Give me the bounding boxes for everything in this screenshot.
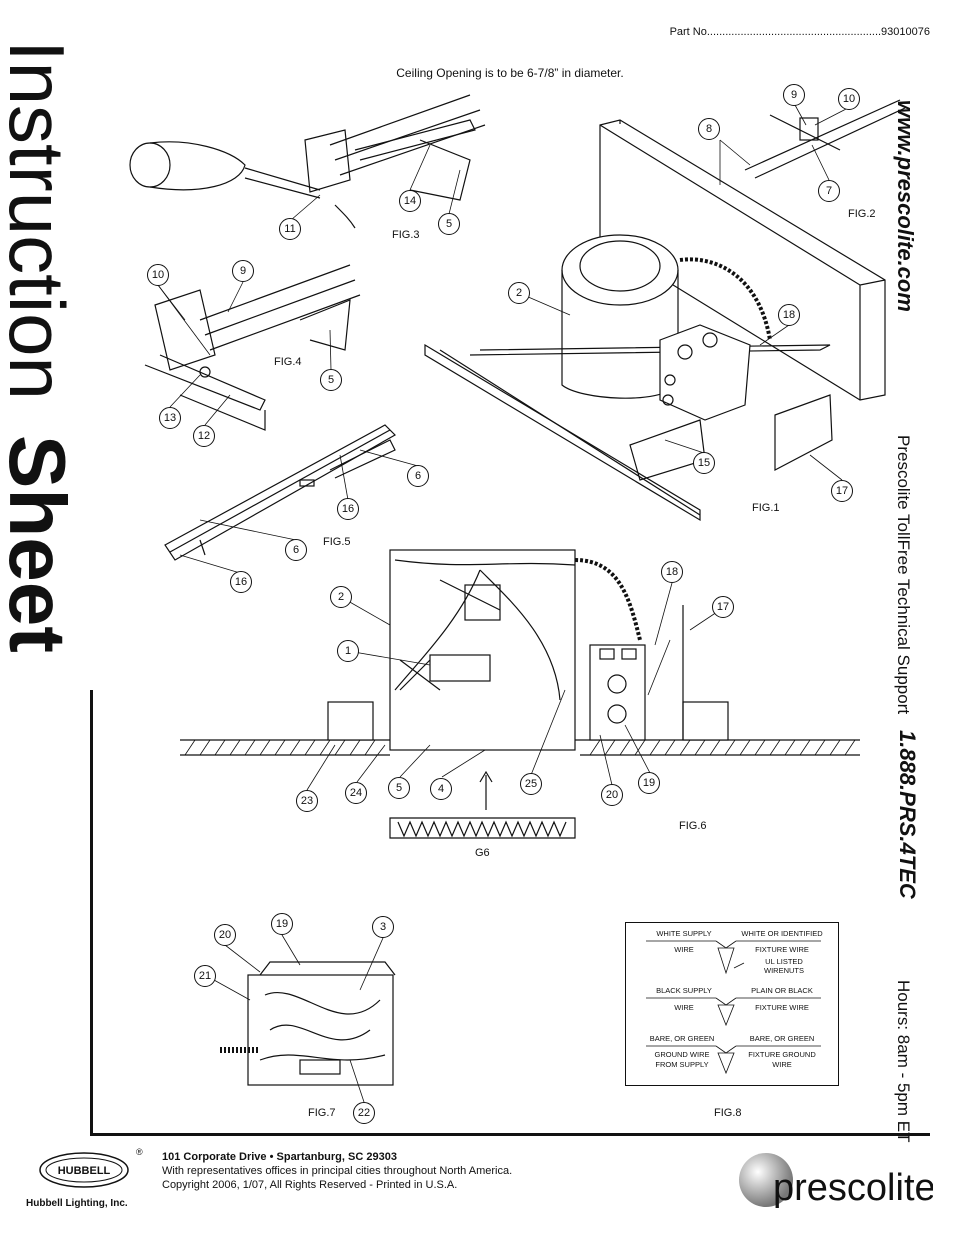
callout-25: 25	[520, 773, 542, 795]
fig1-drawing	[424, 234, 833, 522]
fig6-drawing	[180, 549, 860, 839]
callout-16: 16	[230, 571, 252, 593]
callout-11: 11	[279, 218, 301, 240]
callout-17: 17	[831, 480, 853, 502]
callout-17: 17	[712, 596, 734, 618]
leader-lines	[157, 104, 849, 1103]
svg-text:HUBBELL: HUBBELL	[58, 1165, 111, 1177]
black-supply-wire-label: WIRE	[674, 1003, 694, 1012]
white-supply-wire-label: WIRE	[674, 945, 694, 954]
callout-4: 4	[430, 778, 452, 800]
fig5-label: FIG.5	[323, 536, 351, 548]
callout-21: 21	[194, 965, 216, 987]
fixture-wire-label: FIXTURE WIRE	[755, 945, 809, 954]
fig4-label: FIG.4	[274, 356, 302, 368]
hubbell-company-name: Hubbell Lighting, Inc.	[26, 1198, 128, 1209]
callout-20: 20	[601, 784, 623, 806]
callout-19: 19	[271, 913, 293, 935]
callout-9: 9	[232, 260, 254, 282]
fixture-ground-wire-label: WIRE	[772, 1060, 792, 1069]
callout-10: 10	[147, 264, 169, 286]
callout-12: 12	[193, 425, 215, 447]
company-address: 101 Corporate Drive • Spartanburg, SC 29…	[162, 1150, 512, 1192]
callout-24: 24	[345, 782, 367, 804]
support-sidebar: www.prescolite.com Prescolite TollFree T…	[858, 90, 938, 1150]
callout-7: 7	[818, 180, 840, 202]
support-hours: Hours: 8am - 5pm ET	[894, 980, 913, 1143]
fixture-ground-label: FIXTURE GROUND	[748, 1050, 816, 1059]
support-phone: 1.888.PRS.4TEC	[895, 730, 920, 900]
callout-14: 14	[399, 190, 421, 212]
callout-15: 15	[693, 452, 715, 474]
fixture-wire-label: FIXTURE WIRE	[755, 1003, 809, 1012]
callout-20: 20	[214, 924, 236, 946]
callout-9: 9	[783, 84, 805, 106]
callout-18: 18	[778, 304, 800, 326]
callout-5: 5	[388, 777, 410, 799]
fig5-drawing	[164, 424, 396, 561]
wirenuts-label: WIRENUTS	[764, 966, 804, 975]
ground-wire-label: GROUND WIRE	[654, 1050, 710, 1059]
fig1-label: FIG.1	[752, 502, 780, 514]
website-url: www.prescolite.com	[893, 100, 918, 312]
bottom-rule	[90, 1133, 930, 1136]
title-bold: Sheet	[0, 435, 82, 653]
callout-2: 2	[330, 586, 352, 608]
support-label: Prescolite TollFree Technical Support	[894, 435, 913, 714]
white-supply-label: WHITE SUPPLY	[656, 929, 712, 938]
bare-green-left-label: BARE, OR GREEN	[649, 1034, 715, 1043]
g6-label: G6	[475, 847, 490, 859]
callout-16: 16	[337, 498, 359, 520]
instruction-sheet-title: Instruction Sheet	[0, 20, 98, 700]
fig3-label: FIG.3	[392, 229, 420, 241]
callout-5: 5	[320, 369, 342, 391]
callout-2: 2	[508, 282, 530, 304]
bare-green-right-label: BARE, OR GREEN	[749, 1034, 815, 1043]
callout-3: 3	[372, 916, 394, 938]
wiring-diagram-table: WHITE SUPPLY WIRE WHITE OR IDENTIFIED FI…	[625, 922, 839, 1086]
fig2-drawing	[599, 99, 906, 401]
white-identified-label: WHITE OR IDENTIFIED	[741, 929, 823, 938]
fig4-drawing	[144, 264, 361, 431]
from-supply-label: FROM SUPPLY	[655, 1060, 709, 1069]
callout-10: 10	[838, 88, 860, 110]
copyright-line: Copyright 2006, 1/07, All Rights Reserve…	[162, 1179, 458, 1191]
callout-6: 6	[407, 465, 429, 487]
svg-text:prescolite: prescolite	[773, 1167, 933, 1209]
callout-22: 22	[353, 1102, 375, 1124]
fig6-label: FIG.6	[679, 820, 707, 832]
fig8-label: FIG.8	[714, 1107, 742, 1119]
fig7-label: FIG.7	[308, 1107, 336, 1119]
registered-mark: ®	[136, 1147, 143, 1157]
fig2-label: FIG.2	[848, 208, 876, 220]
fig7-drawing	[220, 961, 396, 1086]
hubbell-logo: HUBBELL	[38, 1150, 130, 1190]
callout-13: 13	[159, 407, 181, 429]
prescolite-logo: prescolite	[738, 1150, 936, 1215]
plain-black-label: PLAIN OR BLACK	[751, 986, 813, 995]
callout-18: 18	[661, 561, 683, 583]
callout-1: 1	[337, 640, 359, 662]
title-light: Instruction	[0, 40, 81, 400]
callout-8: 8	[698, 118, 720, 140]
callout-6: 6	[285, 539, 307, 561]
black-supply-label: BLACK SUPPLY	[656, 986, 712, 995]
ul-listed-label: UL LISTED	[765, 957, 803, 966]
callout-23: 23	[296, 790, 318, 812]
callout-5: 5	[438, 213, 460, 235]
left-rule	[90, 690, 93, 1135]
callout-19: 19	[638, 772, 660, 794]
representatives-line: With representatives offices in principa…	[162, 1165, 513, 1177]
ceiling-opening-note: Ceiling Opening is to be 6-7/8” in diame…	[396, 66, 624, 80]
fig3-drawing	[129, 94, 486, 229]
address-line: 101 Corporate Drive • Spartanburg, SC 29…	[162, 1151, 397, 1163]
part-number: Part No.................................…	[669, 26, 930, 38]
